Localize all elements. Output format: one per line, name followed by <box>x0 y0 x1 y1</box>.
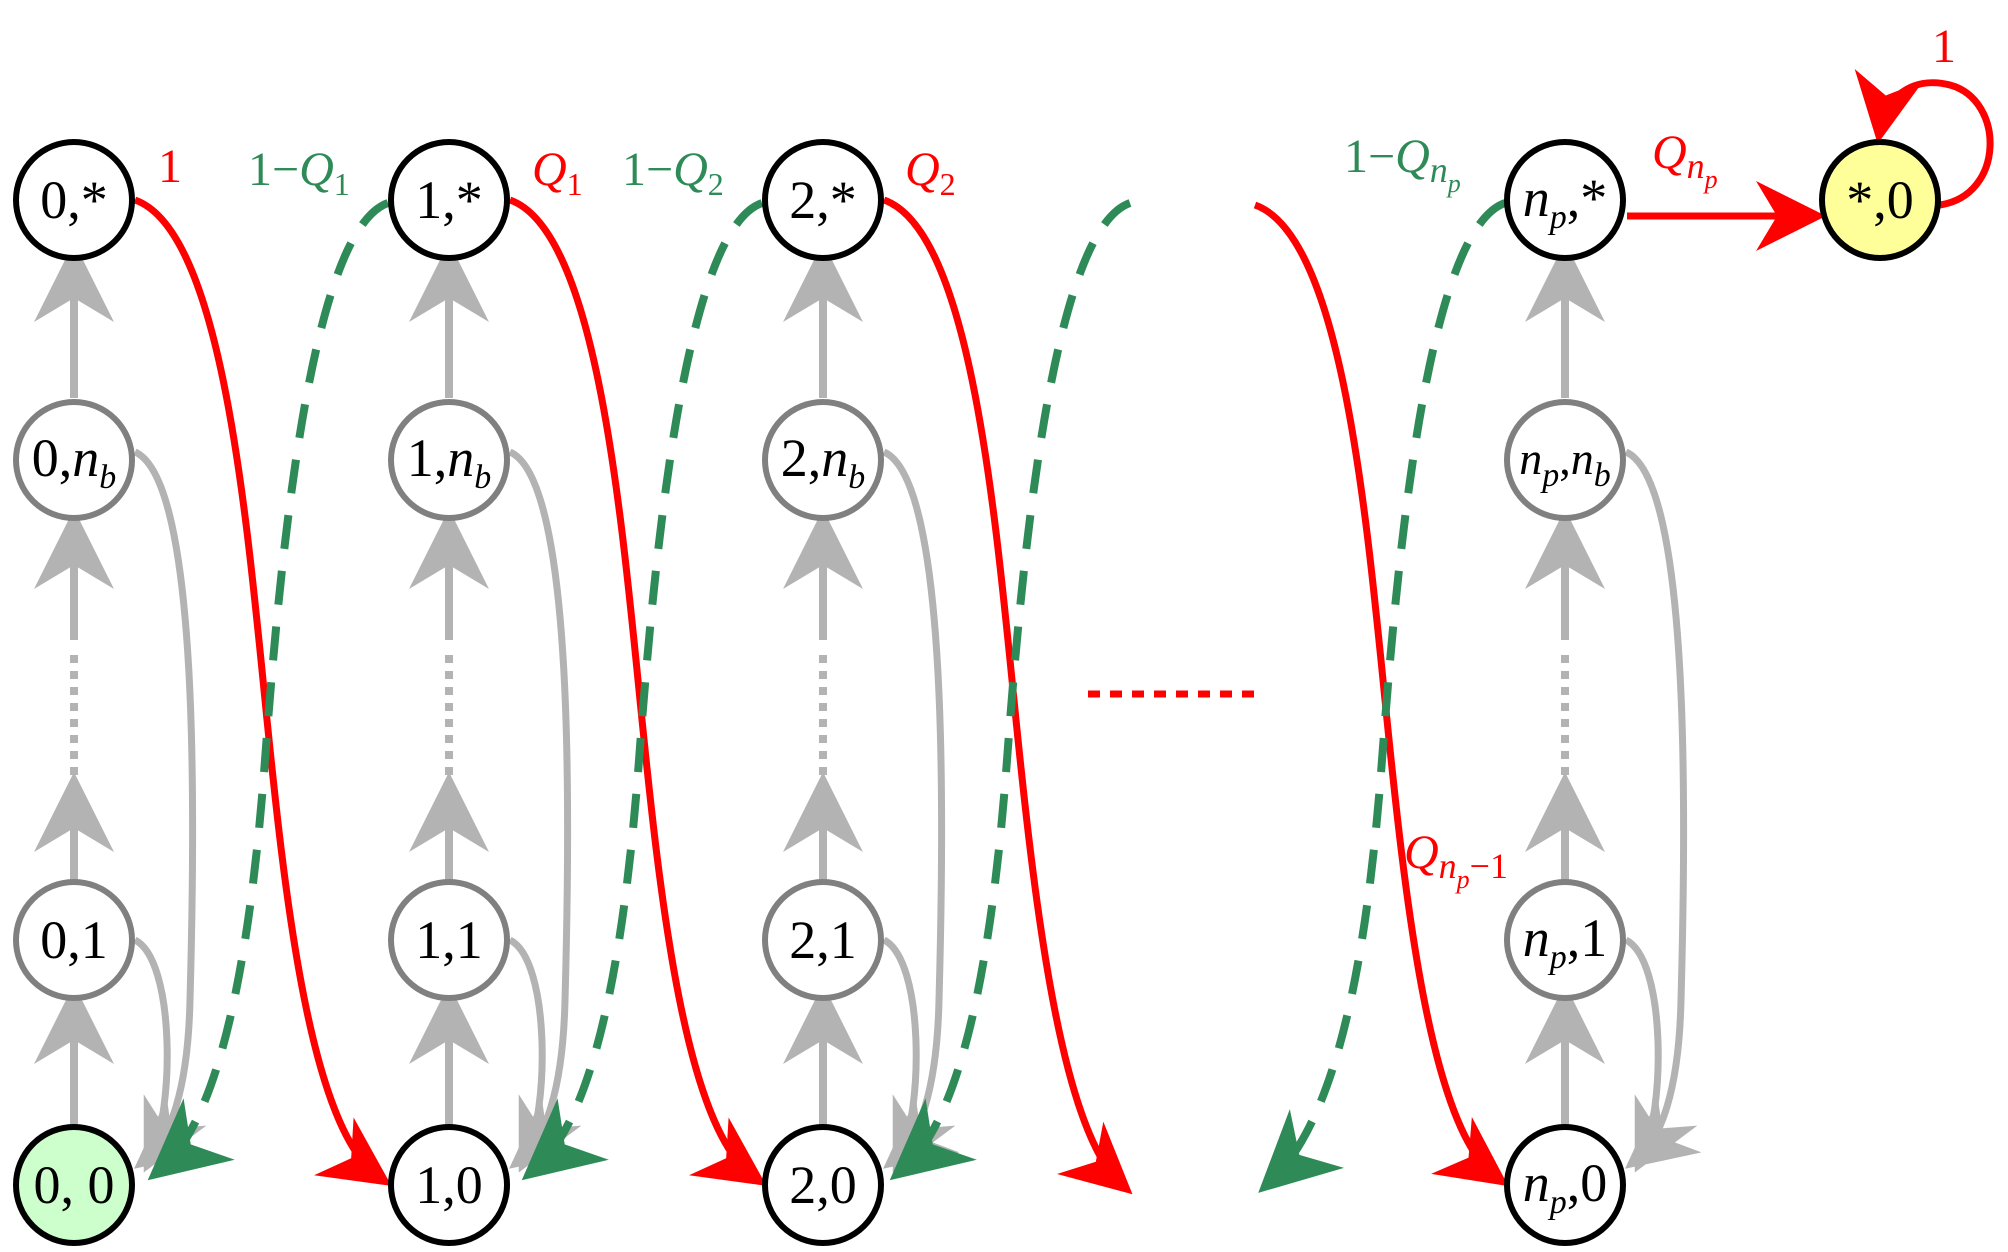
node-np-nb: np,nb <box>1504 399 1626 521</box>
node-1-1: 1,1 <box>388 879 510 1001</box>
green-c1-to-start <box>147 199 390 1181</box>
node-2-1: 2,1 <box>762 879 884 1001</box>
node-2-0: 2,0 <box>762 1124 884 1246</box>
red-c2-to-ellipsis <box>882 196 1133 1195</box>
svg-text:*,0: *,0 <box>1846 170 1914 230</box>
svg-text:0,*: 0,* <box>40 170 108 230</box>
svg-text:2,*: 2,* <box>789 170 857 230</box>
node-1-nb: 1,nb <box>388 399 510 521</box>
svg-text:1,nb: 1,nb <box>407 428 492 496</box>
label-red-np: Qnp <box>1652 126 1718 194</box>
green-cn-to-ellipsis <box>1258 199 1507 1193</box>
node-1-0: 1,0 <box>388 1124 510 1246</box>
svg-text:1,0: 1,0 <box>415 1155 483 1215</box>
return-c0-1 <box>133 936 207 1173</box>
node-np-star: np,* <box>1504 139 1626 261</box>
node-np-1: np,1 <box>1504 879 1626 1001</box>
return-c1-1 <box>508 936 582 1173</box>
gray-up-arrows <box>33 242 1605 1128</box>
svg-text:0,nb: 0,nb <box>32 428 117 496</box>
svg-text:np,*: np,* <box>1523 168 1608 236</box>
label-red-1: Q1 <box>532 143 583 202</box>
edge-labels: 1 1 1−Q1 Q1 1−Q2 Q2 1−Qnp Qnp Qnp−1 <box>158 20 1956 894</box>
svg-text:0,1: 0,1 <box>40 910 108 970</box>
label-red-2: Q2 <box>905 143 956 202</box>
label-green-1: 1−Q1 <box>248 143 350 202</box>
svg-text:np,1: np,1 <box>1523 908 1608 976</box>
svg-text:2,0: 2,0 <box>789 1155 857 1215</box>
svg-text:np,0: np,0 <box>1523 1153 1608 1221</box>
green-ellipsis-to-c2 <box>889 199 1132 1181</box>
return-c2-1 <box>882 936 956 1173</box>
svg-text:1,1: 1,1 <box>415 910 483 970</box>
label-green-np: 1−Qnp <box>1344 130 1461 198</box>
node-0-star: 0,* <box>13 139 135 261</box>
return-cn-1 <box>1624 936 1698 1173</box>
label-green-2: 1−Q2 <box>622 143 724 202</box>
green-c2-to-start <box>521 199 764 1181</box>
red-ellipsis-to-cn <box>1253 201 1509 1187</box>
node-1-star: 1,* <box>388 139 510 261</box>
nodes: 0,* 0,nb 0,1 0, 0 1,* 1,nb 1,1 1, <box>13 139 1941 1246</box>
green-transitions <box>147 199 1507 1193</box>
node-2-star: 2,* <box>762 139 884 261</box>
node-0-nb: 0,nb <box>13 399 135 521</box>
node-0-0-start: 0, 0 <box>13 1124 135 1246</box>
svg-text:np,nb: np,nb <box>1519 433 1611 494</box>
label-red-from-0: 1 <box>158 140 182 193</box>
svg-text:0, 0: 0, 0 <box>34 1155 115 1215</box>
node-np-0: np,0 <box>1504 1124 1626 1246</box>
label-red-np-minus1: Qnp−1 <box>1404 826 1508 894</box>
gray-return-curves <box>133 448 1702 1173</box>
label-self-loop: 1 <box>1932 20 1956 73</box>
svg-text:2,1: 2,1 <box>789 910 857 970</box>
node-2-nb: 2,nb <box>762 399 884 521</box>
svg-text:1,*: 1,* <box>415 170 483 230</box>
node-absorbing: *,0 <box>1819 139 1941 261</box>
red-c0-to-c1 <box>133 196 392 1186</box>
node-0-1: 0,1 <box>13 879 135 1001</box>
red-c1-to-c2 <box>508 196 767 1186</box>
red-self-loop <box>1854 68 1994 209</box>
